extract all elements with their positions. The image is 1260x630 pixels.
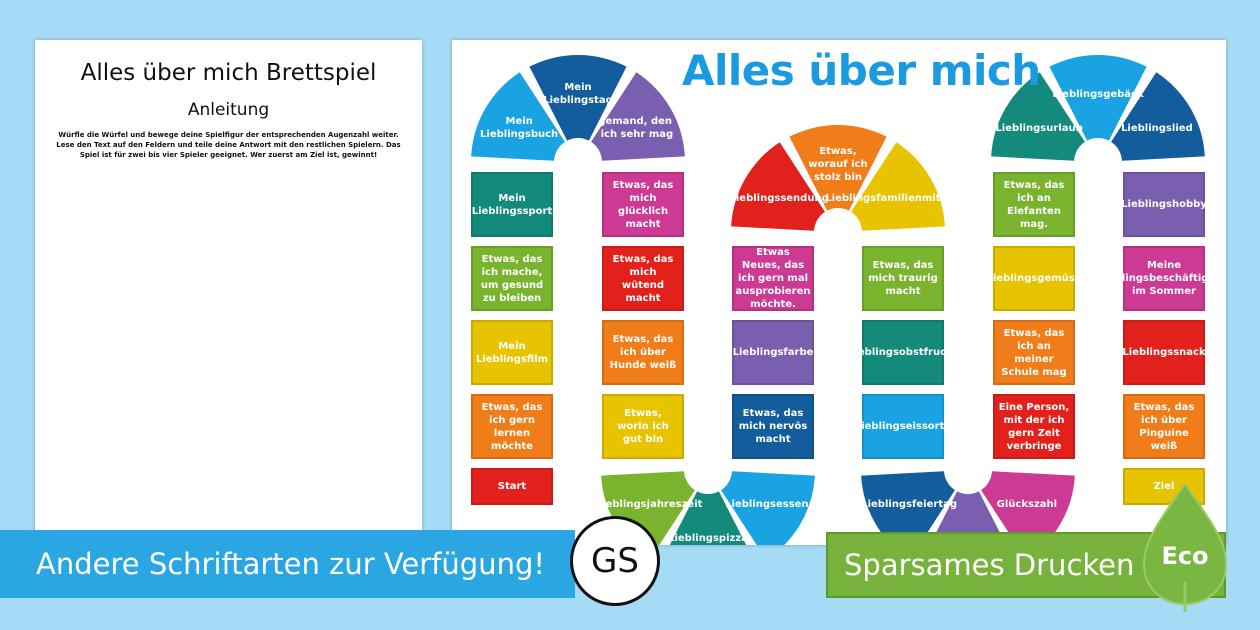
board-wedge [731,142,825,231]
board-tile: Eine Person, mit der ich gern Zeit verbr… [993,394,1075,459]
board-tile: Lieblingsobstfrucht [848,320,958,385]
board-tile: Etwas, das mich glücklich macht [602,172,684,237]
board-tile: Etwas, das mich traurig macht [862,246,944,311]
board-wedge-label: Lieblingsessen [725,498,809,510]
other-fonts-label: Andere Schriftarten zur Verfügung! [36,547,545,581]
board-wedge [991,72,1085,161]
board-tile: Etwas, das ich über Hunde weiß [602,320,684,385]
board-tile: Etwas, das ich gern lernen möchte [471,394,553,459]
board-wedge [1111,72,1205,161]
board-tile: Lieblingseissorte [855,394,951,459]
board-wedge [861,471,955,545]
board-wedge-label: Lieblingspizza [668,532,748,544]
gs-label: GS [591,541,639,581]
board-wedge [789,124,887,211]
board-tile: Etwas, das ich über Pinguine weiß [1123,394,1205,459]
board-wedges [471,55,1205,545]
other-fonts-banner[interactable]: Andere Schriftarten zur Verfügung! [0,530,575,598]
board-tile: Etwas Neues, das ich gern mal ausprobier… [732,246,814,311]
board-tile: Etwas, das ich mache, um gesund zu bleib… [471,246,553,311]
board-tile: Etwas, das ich an meiner Schule mag [993,320,1075,385]
board-wedge-label: Lieblingssendung [729,192,829,204]
board-wedge-label: Glückszahl [996,498,1058,510]
board-wedge-label: Lieblingsurlaub [995,122,1083,134]
board-title: Alles über mich [682,46,1041,95]
board-tile: Ziel [1123,468,1205,505]
instructions-subtitle: Anleitung [187,100,270,120]
board-wedge [1049,55,1147,141]
board-tile: Lieblingsgemüse [986,246,1082,311]
board-wedge-label: Jemand, den ich sehr mag [600,116,674,140]
eco-leaf-icon: Eco [1142,482,1228,612]
board-tile: Mein Lieblingssport [471,172,553,237]
board-tile: Lieblingsfarbe [732,320,814,385]
board-tile: Start [471,468,553,505]
board-tile: Lieblingssnack [1122,320,1206,385]
eco-label: Eco [1161,542,1209,570]
board-wedge-label: Mein Lieblingsbuch [480,116,559,140]
instructions-text: Würfle die Würfel und bewege deine Spiel… [56,131,401,159]
board-wedge-label: Lieblingsgebäck [1052,88,1144,100]
board-wedge [591,72,685,161]
board-wedge [669,491,747,545]
board-wedge [471,72,565,161]
gs-font-badge: GS [570,516,660,606]
board-tile: Mein Lieblingsfilm [471,320,553,385]
board-tile: Meine Lieblingsbeschäftigung im Sommer [1098,246,1226,311]
board-wedge [851,142,945,231]
board-wedge-label: Lieblingslied [1121,122,1193,134]
board-wedge [721,471,815,545]
board-tile: Etwas, worin ich gut bin [602,394,684,459]
board-wedge-label: Lieblingsfeiertag [861,498,958,510]
board-wedge-label: Lieblingsjahreszeit [595,498,703,510]
board-tile: Lieblingshobby [1121,172,1207,237]
board-wedge [981,471,1075,545]
board-tile: Etwas, das mich wütend macht [602,246,684,311]
board-tile: Etwas, das mich nervös macht [732,394,814,459]
board-tile: Etwas, das ich an Elefanten mag. [993,172,1075,237]
instructions-title: Alles über mich Brettspiel [80,60,377,86]
board-wedge-label: Lieblingsfamilienmitglied [825,192,969,204]
eco-print-label: Sparsames Drucken [844,548,1135,582]
board-wedge [929,491,1007,545]
board-wedge-label: Etwas, worauf ich stolz bin [808,145,868,183]
board-wedge-label: Mein Lieblingstag [543,82,613,106]
board-wedge [529,55,627,141]
instructions-page: Alles über mich Brettspiel Anleitung Wür… [35,40,422,545]
